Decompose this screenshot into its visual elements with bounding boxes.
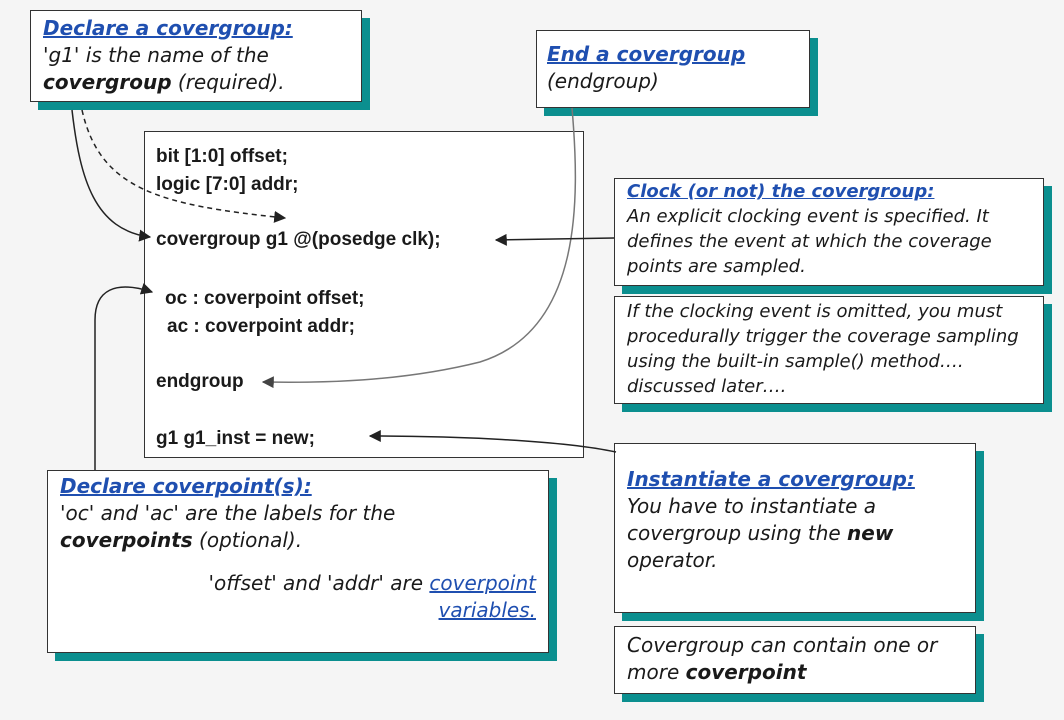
declare-covergroup-bold: covergroup	[43, 70, 172, 94]
declare-covergroup-title: Declare a covergroup:	[43, 16, 293, 40]
end-covergroup-box: End a covergroup (endgroup)	[536, 30, 810, 108]
declare-covergroup-box: Declare a covergroup: 'g1' is the name o…	[30, 10, 362, 102]
clock-covergroup-text: An explicit clocking event is specified.…	[627, 206, 992, 277]
arrow-end-to-endgroup	[261, 107, 577, 389]
declare-coverpoints-title: Declare coverpoint(s):	[60, 474, 312, 498]
covergroup-contain-text: Covergroup can contain one or more cover…	[627, 632, 963, 686]
declare-coverpoints-text2: (optional).	[192, 528, 303, 552]
end-covergroup-text: (endgroup)	[547, 69, 659, 93]
variables-link[interactable]: variables.	[438, 598, 536, 622]
coverpoint-link[interactable]: coverpoint	[429, 571, 536, 595]
declare-coverpoints-line2: coverpoints (optional).	[60, 527, 536, 554]
declare-coverpoints-line3: 'offset' and 'addr' are coverpoint	[60, 570, 536, 597]
covergroup-contain-box: Covergroup can contain one or more cover…	[614, 626, 976, 694]
code-line-addr: logic [7:0] addr;	[156, 174, 299, 195]
code-line-coverpoint-oc: oc : coverpoint offset;	[165, 288, 365, 309]
declare-covergroup-text2: (required).	[171, 70, 285, 94]
contain-text1: Covergroup can contain one or more	[627, 633, 938, 684]
contain-bold: coverpoint	[685, 660, 807, 684]
instantiate-text1: You have to instantiate a covergroup usi…	[627, 494, 876, 545]
declare-covergroup-text1: 'g1' is the name of the	[43, 43, 269, 67]
instantiate-covergroup-text: You have to instantiate a covergroup usi…	[627, 493, 963, 574]
end-covergroup-title: End a covergroup	[547, 42, 746, 66]
instantiate-bold: new	[847, 521, 894, 545]
declare-coverpoints-text1: 'oc' and 'ac' are the labels for the	[60, 501, 396, 525]
arrow-instantiate-to-new	[368, 430, 617, 453]
clock-covergroup-box: Clock (or not) the covergroup: An explic…	[614, 178, 1044, 286]
arrow-coverpoints-to-oc	[94, 282, 154, 470]
omitted-clock-text: If the clocking event is omitted, you mu…	[627, 301, 1019, 397]
arrow-clock-to-covergroup	[494, 233, 615, 246]
arrow-declare-to-covergroup	[71, 109, 152, 242]
code-line-covergroup: covergroup g1 @(posedge clk);	[156, 229, 441, 250]
declare-coverpoints-line4: variables.	[60, 597, 536, 624]
instantiate-text2: operator.	[627, 548, 718, 572]
code-block: bit [1:0] offset; logic [7:0] addr; cove…	[144, 131, 584, 458]
arrow-declare-to-g1-dashed	[81, 109, 287, 223]
code-line-coverpoint-ac: ac : coverpoint addr;	[167, 316, 355, 337]
omitted-clock-box: If the clocking event is omitted, you mu…	[614, 296, 1044, 404]
instantiate-covergroup-title: Instantiate a covergroup:	[627, 467, 915, 491]
declare-coverpoints-text3: 'offset' and 'addr' are	[208, 571, 430, 595]
declare-covergroup-line2: covergroup (required).	[43, 69, 361, 96]
instantiate-covergroup-box: Instantiate a covergroup: You have to in…	[614, 443, 976, 613]
declare-coverpoints-box: Declare coverpoint(s): 'oc' and 'ac' are…	[47, 470, 549, 653]
code-line-endgroup: endgroup	[156, 371, 244, 392]
declare-coverpoints-bold: coverpoints	[60, 528, 193, 552]
code-line-offset: bit [1:0] offset;	[156, 146, 288, 167]
clock-covergroup-title: Clock (or not) the covergroup:	[627, 181, 935, 202]
code-line-instance: g1 g1_inst = new;	[156, 428, 315, 449]
